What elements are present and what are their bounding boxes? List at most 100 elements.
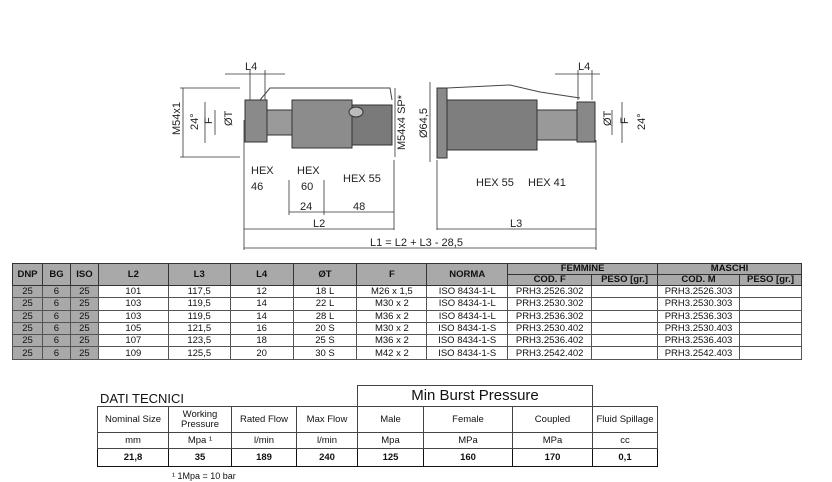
tech-value: 21,8: [97, 448, 169, 467]
label-hex46: HEX: [251, 165, 274, 177]
table-cell: [739, 334, 802, 348]
table-cell: M42 x 2: [356, 346, 428, 360]
table-cell: 25: [12, 297, 43, 311]
col-f: F: [356, 263, 428, 286]
table-cell: 121,5: [167, 321, 231, 336]
tech-value: 170: [512, 448, 593, 467]
table-cell: PRH3.2526.302: [507, 284, 593, 299]
col-norma: NORMA: [426, 263, 509, 286]
table-cell: 123,5: [167, 334, 231, 348]
table-cell: 6: [41, 346, 71, 360]
spec-table: DNP BG ISO L2 L3 L4 ØT F NORMA FEMMINE M…: [12, 263, 802, 360]
table-cell: [591, 284, 659, 299]
table-cell: M36 x 2: [356, 309, 428, 323]
table-cell: M26 x 1,5: [356, 284, 428, 299]
table-cell: PRH3.2542.403: [657, 346, 740, 360]
tech-header: Female: [423, 406, 513, 433]
table-cell: 30 S: [292, 346, 358, 360]
burst-title: Min Burst Pressure: [357, 385, 593, 406]
col-peso-m: PESO [gr.]: [739, 274, 802, 286]
table-cell: 25: [69, 321, 99, 336]
label-hex55-left: HEX 55: [343, 173, 381, 185]
table-cell: 6: [41, 297, 71, 311]
col-l4: L4: [229, 263, 294, 286]
label-dim24: 24: [300, 201, 312, 213]
table-cell: ISO 8434-1-S: [426, 321, 509, 336]
label-l4-left: L4: [245, 61, 257, 73]
table-cell: 103: [97, 297, 169, 311]
label-l2: L2: [313, 218, 325, 230]
table-cell: 25: [12, 284, 43, 299]
label-ot-left: ØT: [223, 110, 235, 126]
table-cell: PRH3.2530.402: [507, 321, 593, 336]
col-l2: L2: [97, 263, 169, 286]
col-cod-m: COD. M: [657, 274, 740, 286]
label-dim48: 48: [353, 201, 365, 213]
tech-header: Male: [357, 406, 424, 433]
label-d64: Ø64,5: [418, 108, 430, 138]
tech-value: 189: [231, 448, 297, 467]
col-ot: ØT: [292, 263, 358, 286]
table-cell: 18 L: [292, 284, 358, 299]
label-hex60-size: 60: [301, 181, 313, 193]
label-f-right: F: [619, 117, 631, 124]
table-cell: [591, 309, 659, 323]
table-cell: 20 S: [292, 321, 358, 336]
table-cell: 119,5: [167, 297, 231, 311]
male-plug-body: [436, 84, 596, 159]
table-cell: PRH3.2536.303: [657, 309, 740, 323]
table-cell: ISO 8434-1-L: [426, 297, 509, 311]
table-cell: ISO 8434-1-S: [426, 346, 509, 360]
label-hex60: HEX: [297, 165, 320, 177]
col-bg: BG: [41, 263, 71, 286]
col-peso-f: PESO [gr.]: [591, 274, 659, 286]
group-maschi: MASCHI: [657, 263, 802, 275]
table-cell: 117,5: [167, 284, 231, 299]
col-cod-f: COD. F: [507, 274, 593, 286]
table-cell: M30 x 2: [356, 321, 428, 336]
table-cell: ISO 8434-1-L: [426, 309, 509, 323]
table-cell: [591, 321, 659, 336]
table-cell: [591, 297, 659, 311]
label-angle-left: 24°: [189, 113, 201, 130]
tech-value: 0,1: [592, 448, 658, 467]
tech-value: 35: [168, 448, 232, 467]
label-hex55-right: HEX 55: [476, 177, 514, 189]
table-cell: 25: [69, 309, 99, 323]
col-iso: ISO: [69, 263, 99, 286]
tech-title: DATI TECNICI: [100, 391, 185, 406]
table-cell: 105: [97, 321, 169, 336]
col-dnp: DNP: [12, 263, 43, 286]
table-cell: PRH3.2536.302: [507, 309, 593, 323]
tech-header: Working Pressure: [168, 406, 232, 433]
table-cell: 103: [97, 309, 169, 323]
dimension-lines: [180, 70, 623, 250]
label-ot-right: ØT: [602, 110, 614, 126]
tech-unit: cc: [592, 432, 658, 449]
label-f-left: F: [203, 117, 215, 124]
tech-unit: MPa: [512, 432, 593, 449]
table-cell: 16: [229, 321, 294, 336]
table-cell: 25: [69, 334, 99, 348]
tech-value: 160: [423, 448, 513, 467]
table-cell: ISO 8434-1-S: [426, 334, 509, 348]
table-cell: 6: [41, 309, 71, 323]
tech-header: Rated Flow: [231, 406, 297, 433]
tech-header: Fluid Spillage: [592, 406, 658, 433]
table-cell: 25: [69, 346, 99, 360]
table-cell: [739, 346, 802, 360]
table-cell: 20: [229, 346, 294, 360]
tech-value: 240: [296, 448, 358, 467]
label-hex46-size: 46: [251, 181, 263, 193]
table-cell: [739, 297, 802, 311]
footnote: ¹ 1Mpa = 10 bar: [172, 471, 236, 481]
tech-header: Max Flow: [296, 406, 358, 433]
table-cell: 18: [229, 334, 294, 348]
table-cell: 25 S: [292, 334, 358, 348]
